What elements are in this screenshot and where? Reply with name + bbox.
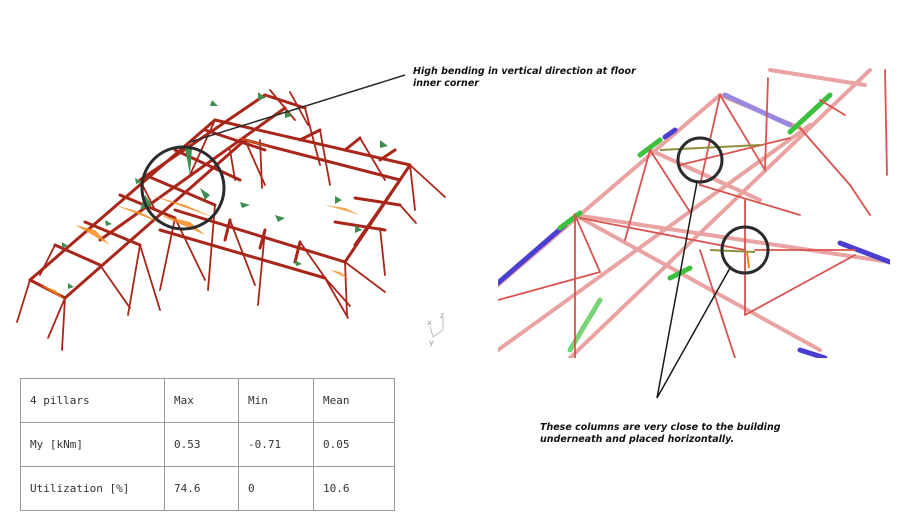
light-members — [498, 68, 890, 358]
axis-y-label: y — [429, 338, 434, 347]
table-row: My [kNm] 0.53 -0.71 0.05 — [20, 422, 395, 467]
table-cell: 0 — [238, 466, 314, 511]
callout-leader-upper — [656, 181, 698, 399]
table-cell: -0.71 — [238, 422, 314, 467]
olive-member-1 — [659, 144, 761, 151]
axis-x-label: x — [427, 318, 432, 327]
table-header-cell: Max — [164, 378, 239, 423]
axis-z-label: z — [440, 311, 444, 320]
callout-columns-close: These columns are very close to the buil… — [540, 422, 781, 445]
table-header-cell: 4 pillars — [20, 378, 165, 423]
high-stress-segments — [498, 92, 890, 358]
table-cell: Utilization [%] — [20, 466, 165, 511]
table-cell: My [kNm] — [20, 422, 165, 467]
table-row: Utilization [%] 74.6 0 10.6 — [20, 466, 395, 511]
callout-leader-line — [189, 74, 406, 143]
columns — [16, 89, 446, 351]
callout-leader-lower — [656, 267, 731, 399]
annotation-circle-corner — [140, 145, 226, 231]
table-cell: 10.6 — [313, 466, 395, 511]
moment-peaks-green — [62, 92, 388, 289]
red-bracing — [498, 69, 888, 358]
table-header-cell: Min — [238, 378, 314, 423]
olive-member-2 — [709, 249, 756, 253]
axis-triad-icon: x z y — [427, 311, 444, 347]
table-cell: 74.6 — [164, 466, 239, 511]
table-cell: 0.05 — [313, 422, 395, 467]
pillars-results-table: 4 pillars Max Min Mean My [kNm] 0.53 -0.… — [20, 378, 395, 511]
left-structure-model: x z y — [16, 74, 446, 351]
moment-diagram-fills — [40, 135, 360, 300]
table-cell: 0.53 — [164, 422, 239, 467]
annotation-circle-upper — [676, 136, 724, 184]
callout-high-bending: High bending in vertical direction at fl… — [413, 66, 636, 89]
table-header-cell: Mean — [313, 378, 395, 423]
table-header-row: 4 pillars Max Min Mean — [20, 378, 395, 423]
annotation-circle-lower — [720, 225, 770, 275]
orange-member — [746, 251, 750, 269]
